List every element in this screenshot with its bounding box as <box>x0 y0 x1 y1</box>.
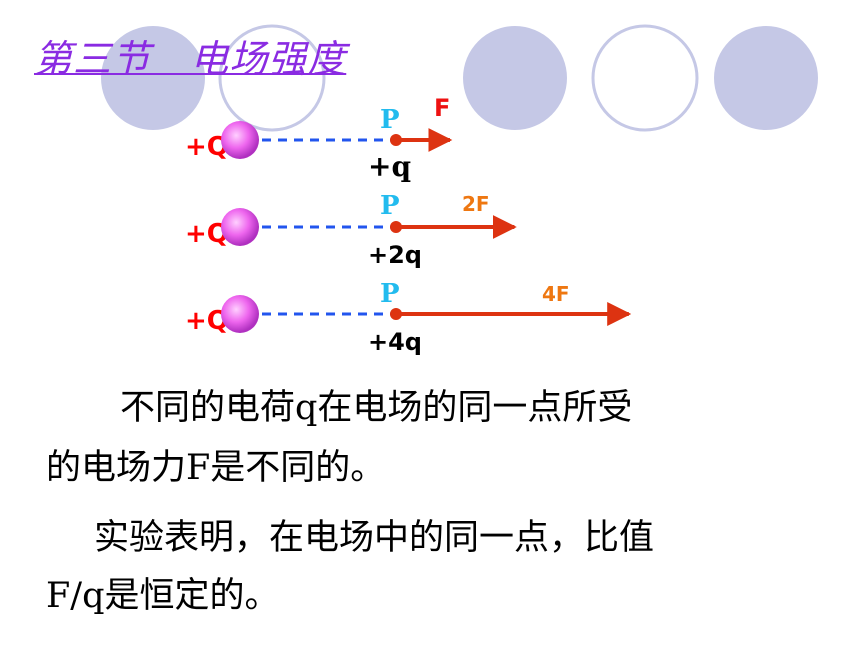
diagram-row-1: +Q P F +q <box>185 94 453 183</box>
source-charge-ball <box>221 208 259 246</box>
force-label: 4F <box>542 282 570 306</box>
diagram-row-3: +Q P 4F +4q <box>185 279 632 356</box>
deco-circle-2 <box>218 24 326 132</box>
source-charge-ball <box>221 121 259 159</box>
paragraph-2-line-1: 实验表明，在电场中的同一点，比值 <box>94 518 655 558</box>
source-charge-ball <box>221 295 259 333</box>
test-charge-label: +4q <box>368 328 422 356</box>
point-p-dot <box>390 308 402 320</box>
force-label: 2F <box>462 192 490 216</box>
force-label: F <box>434 94 450 122</box>
point-p-label: P <box>380 279 400 309</box>
point-p-label: P <box>380 105 400 135</box>
paragraph-2-line-2: F/q是恒定的。 <box>46 576 280 616</box>
deco-circle-1 <box>101 26 205 130</box>
point-p-label: P <box>380 191 400 221</box>
point-p-dot <box>390 134 402 146</box>
deco-circle-4 <box>591 24 699 132</box>
point-p-dot <box>390 221 402 233</box>
deco-circle-3 <box>463 26 567 130</box>
paragraph-1-line-1: 不同的电荷q在电场的同一点所受 <box>120 388 633 428</box>
deco-circle-5 <box>714 26 818 130</box>
decorative-circles <box>101 24 818 132</box>
paragraph-1-line-2: 的电场力F是不同的。 <box>46 448 386 488</box>
test-charge-label: +q <box>368 150 411 183</box>
slide-title: 第三节 电场强度 <box>34 37 347 81</box>
test-charge-label: +2q <box>368 241 422 269</box>
diagram-row-2: +Q P 2F +2q <box>185 191 517 269</box>
